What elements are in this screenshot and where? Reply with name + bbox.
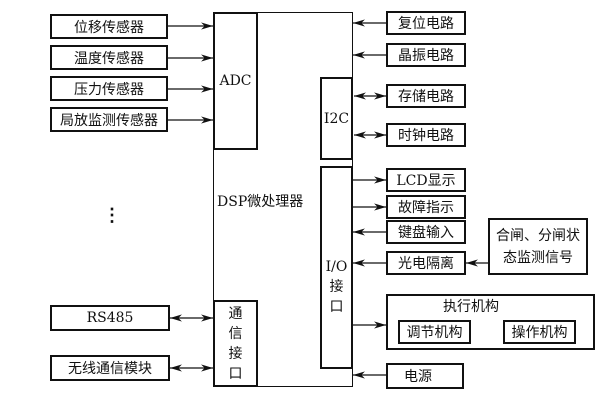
lcd-display: LCD显示 — [386, 168, 466, 192]
comm-label-1: 通 — [228, 305, 243, 322]
io-label-2: 接 — [329, 278, 344, 295]
comm-label-2: 信 — [228, 325, 243, 342]
sensor-temperature: 温度传感器 — [50, 45, 168, 70]
comm-label-4: 口 — [228, 365, 243, 382]
io-label-1: I/O — [325, 258, 348, 275]
operating-mechanism: 操作机构 — [503, 320, 576, 344]
actuator-title: 执行机构 — [443, 299, 499, 315]
dsp-title: DSP微处理器 — [217, 194, 304, 210]
i2c-module: I2C — [320, 77, 353, 160]
io-module: I/O 接 口 — [320, 166, 353, 369]
sensor-pressure: 压力传感器 — [50, 76, 168, 101]
sensor-displacement: 位移传感器 — [50, 14, 168, 39]
status-signal-box: 合闸、分闸状 态监测信号 — [488, 218, 588, 275]
io-label-3: 口 — [329, 298, 344, 315]
comm-interface-module: 通 信 接 口 — [213, 300, 258, 387]
ellipsis: ⋮ — [103, 205, 121, 226]
clock-circuit: 时钟电路 — [386, 123, 466, 147]
rs485-box: RS485 — [50, 305, 170, 331]
comm-label-3: 接 — [228, 345, 243, 362]
opto-isolation: 光电隔离 — [386, 251, 466, 275]
regulating-mechanism: 调节机构 — [398, 320, 471, 344]
storage-circuit: 存储电路 — [386, 84, 466, 108]
crystal-circuit: 晶振电路 — [386, 43, 466, 67]
reset-circuit: 复位电路 — [386, 11, 466, 35]
keyboard-input: 键盘输入 — [386, 220, 466, 244]
fault-indicator: 故障指示 — [386, 195, 466, 219]
adc-module: ADC — [213, 12, 258, 150]
sensor-partial-discharge: 局放监测传感器 — [50, 107, 168, 132]
power-supply: 电源 — [386, 363, 464, 389]
wireless-module-box: 无线通信模块 — [50, 355, 170, 381]
status-signal-line2: 态监测信号 — [503, 249, 573, 266]
status-signal-line1: 合闸、分闸状 — [496, 227, 580, 244]
